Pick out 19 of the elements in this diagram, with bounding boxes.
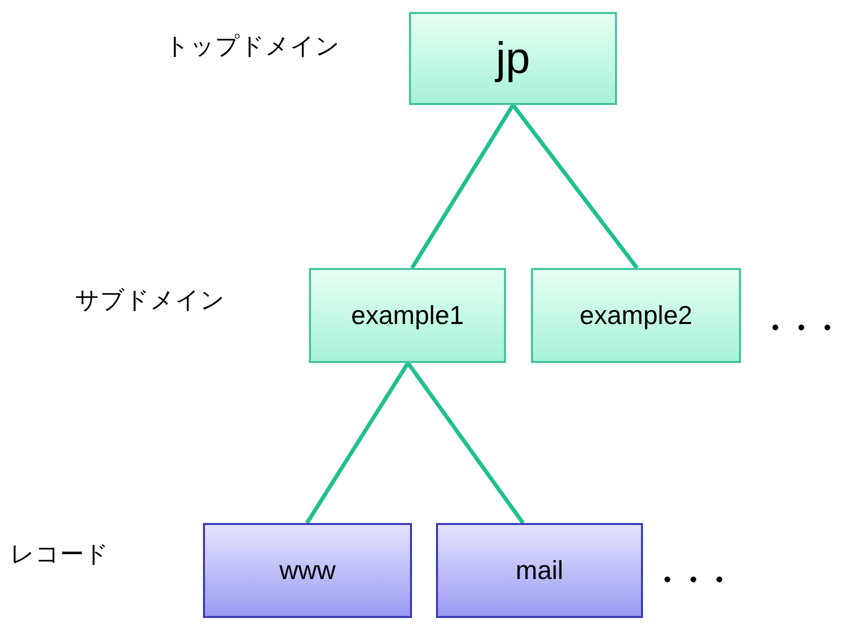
- domain-box: [409, 12, 617, 105]
- domain-box: [309, 268, 506, 363]
- domain-name: www: [279, 555, 336, 586]
- section-label: レコード: [10, 540, 109, 570]
- connector-line: [406, 362, 525, 524]
- ellipsis: ・・・: [760, 311, 838, 347]
- domain-box: [531, 268, 741, 363]
- section-label: トップドメイン: [165, 32, 340, 62]
- ellipsis: ・・・: [652, 563, 730, 599]
- connector-line: [305, 362, 410, 524]
- domain-name: mail: [516, 555, 564, 586]
- domain-box: [203, 523, 412, 618]
- section-label: サブドメイン: [75, 286, 225, 316]
- domain-name: example1: [351, 300, 464, 331]
- domain-box: [436, 523, 643, 618]
- connector-line: [511, 104, 639, 270]
- connector-line: [410, 104, 515, 270]
- domain-name: jp: [496, 34, 530, 84]
- domain-name: example2: [580, 300, 692, 331]
